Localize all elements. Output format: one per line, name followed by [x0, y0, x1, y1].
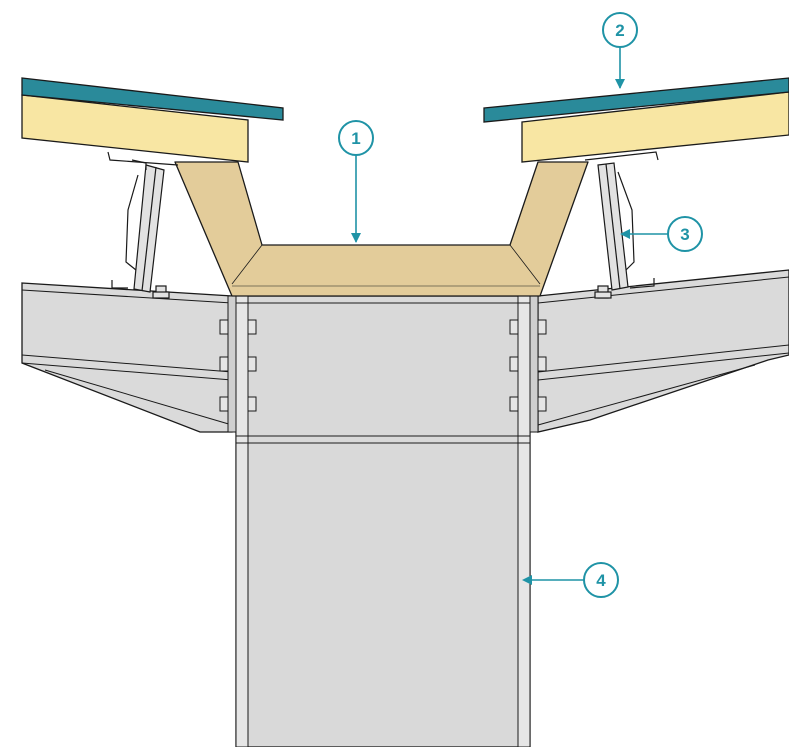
bolt	[509, 319, 547, 335]
bolt	[219, 356, 257, 372]
bolts	[219, 319, 547, 412]
right-rafter	[537, 269, 789, 433]
left-rafter	[21, 282, 233, 433]
callout-3-label: 3	[680, 225, 689, 244]
callout-4: 4	[522, 562, 619, 598]
callout-3: 3	[620, 216, 703, 252]
left-purlin-bracket	[107, 151, 179, 299]
callout-4-label: 4	[596, 571, 606, 590]
valley-gutter	[174, 161, 589, 297]
callout-1: 1	[338, 120, 374, 243]
callout-1-label: 1	[351, 129, 360, 148]
left-roof-panel	[21, 77, 284, 163]
bolt	[509, 356, 547, 372]
left-end-plate	[227, 295, 237, 433]
right-end-plate	[529, 295, 539, 433]
bolt	[219, 319, 257, 335]
callout-2: 2	[602, 12, 638, 89]
callout-2-label: 2	[615, 21, 624, 40]
steel-column	[235, 295, 531, 747]
right-roof-panel	[483, 77, 789, 163]
bolt	[219, 396, 257, 412]
bolt	[509, 396, 547, 412]
right-purlin-bracket	[584, 151, 659, 299]
